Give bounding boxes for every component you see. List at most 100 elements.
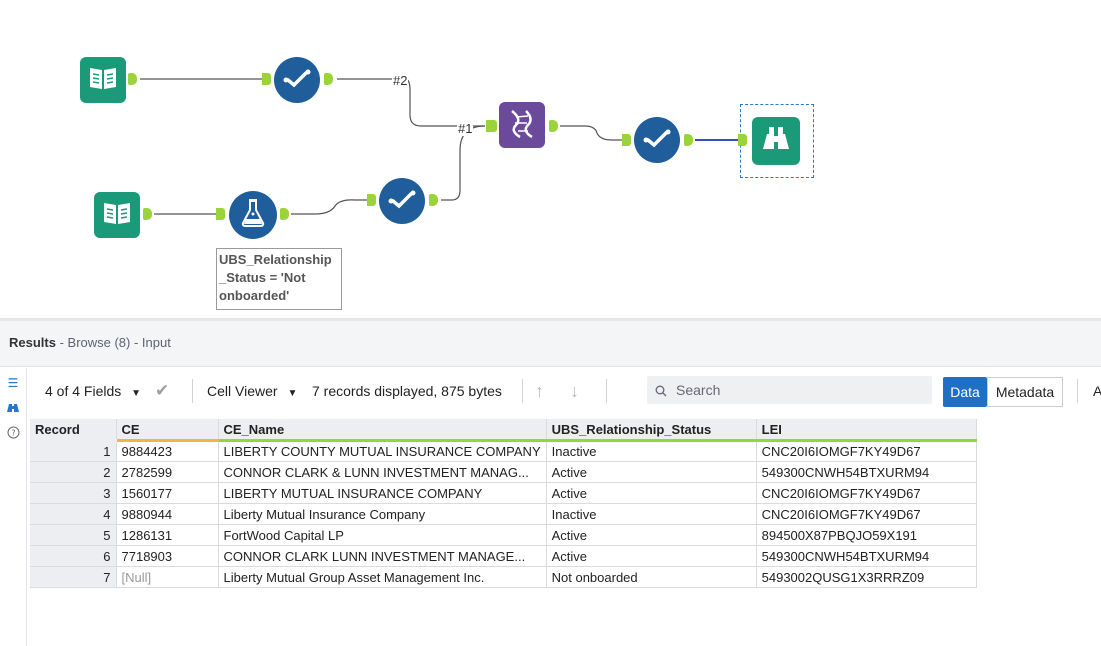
ce-name-cell[interactable]: Liberty Mutual Insurance Company <box>218 503 547 525</box>
results-side-rail: ☰ ? <box>0 368 27 646</box>
results-subtitle: - Browse (8) - Input <box>55 335 171 350</box>
toolbar-overflow-label[interactable]: A <box>1093 383 1101 399</box>
input-anchor[interactable] <box>262 73 271 85</box>
column-header-ce-name[interactable]: CE_Name <box>218 419 547 442</box>
results-header: Results - Browse (8) - Input <box>0 321 1101 367</box>
record-cell[interactable]: 2 <box>30 461 117 483</box>
lei-cell[interactable]: CNC20I6IOMGF7KY49D67 <box>756 482 977 504</box>
toolbar-divider <box>606 379 607 403</box>
browse-tool[interactable] <box>752 117 800 165</box>
connection-label-1: #1 <box>457 121 474 136</box>
record-cell[interactable]: 6 <box>30 545 117 567</box>
input-anchor[interactable] <box>738 134 747 146</box>
tool-annotation: UBS_Relationship _Status = 'Not onboarde… <box>216 248 342 310</box>
connection-wires <box>140 78 738 215</box>
ce-name-cell[interactable]: FortWood Capital LP <box>218 524 547 546</box>
status-cell[interactable]: Inactive <box>546 440 757 462</box>
lei-cell[interactable]: 894500X87PBQJO59X191 <box>756 524 977 546</box>
ce-cell[interactable]: 9884423 <box>116 440 219 462</box>
record-cell[interactable]: 5 <box>30 524 117 546</box>
input-anchor[interactable] <box>216 208 225 220</box>
ce-name-cell[interactable]: LIBERTY COUNTY MUTUAL INSURANCE COMPANY <box>218 440 547 462</box>
status-cell[interactable]: Not onboarded <box>546 566 757 588</box>
ce-name-cell[interactable]: CONNOR CLARK LUNN INVESTMENT MANAGE... <box>218 545 547 567</box>
multi-input-anchor[interactable] <box>486 120 497 132</box>
select-tool-2[interactable] <box>379 178 425 224</box>
ce-name-cell[interactable]: LIBERTY MUTUAL INSURANCE COMPANY <box>218 482 547 504</box>
ce-cell[interactable]: 7718903 <box>116 545 219 567</box>
union-tool[interactable] <box>499 102 545 148</box>
results-grid: Record CE CE_Name UBS_Relationship_Statu… <box>30 419 977 588</box>
column-header-record[interactable]: Record <box>30 419 117 442</box>
binoculars-icon <box>760 125 792 158</box>
column-header-ce[interactable]: CE <box>116 419 219 442</box>
toolbar-divider <box>192 379 193 403</box>
lei-cell[interactable]: 549300CNWH54BTXURM94 <box>756 545 977 567</box>
record-cell[interactable]: 7 <box>30 566 117 588</box>
record-cell[interactable]: 1 <box>30 440 117 462</box>
status-cell[interactable]: Active <box>546 545 757 567</box>
list-icon[interactable]: ☰ <box>7 376 19 390</box>
input-data-tool-1[interactable] <box>80 57 126 103</box>
output-anchor[interactable] <box>128 73 137 85</box>
lei-cell[interactable]: 5493002QUSG1X3RRRZ09 <box>756 566 977 588</box>
ce-cell[interactable]: 1286131 <box>116 524 219 546</box>
status-cell[interactable]: Inactive <box>546 503 757 525</box>
input-anchor[interactable] <box>622 134 631 146</box>
output-anchor[interactable] <box>684 134 693 146</box>
select-tool-1[interactable] <box>274 57 320 103</box>
cell-viewer-selector[interactable]: Cell Viewer ▼ <box>207 381 297 401</box>
ce-cell[interactable]: 1560177 <box>116 482 219 504</box>
record-cell[interactable]: 4 <box>30 503 117 525</box>
help-icon[interactable]: ? <box>6 426 20 440</box>
check-icon <box>282 68 312 93</box>
input-data-tool-2[interactable] <box>94 192 140 238</box>
binoculars-icon[interactable] <box>6 401 20 415</box>
workflow-canvas[interactable]: #2 UBS_Relationship _Status = 'Not onboa… <box>0 0 1101 318</box>
input-anchor[interactable] <box>367 194 376 206</box>
output-anchor[interactable] <box>280 208 289 220</box>
output-anchor[interactable] <box>549 120 558 132</box>
metadata-view-button[interactable]: Metadata <box>987 377 1063 407</box>
lei-cell[interactable]: 549300CNWH54BTXURM94 <box>756 461 977 483</box>
column-header-lei[interactable]: LEI <box>756 419 977 442</box>
status-cell[interactable]: Active <box>546 482 757 504</box>
data-view-button[interactable]: Data <box>943 377 987 407</box>
ce-name-cell[interactable]: Liberty Mutual Group Asset Management In… <box>218 566 547 588</box>
table-row[interactable]: 7[Null]Liberty Mutual Group Asset Manage… <box>30 566 977 588</box>
ce-name-cell[interactable]: CONNOR CLARK & LUNN INVESTMENT MANAG... <box>218 461 547 483</box>
ce-cell[interactable]: 2782599 <box>116 461 219 483</box>
fields-selector[interactable]: 4 of 4 Fields ▼ <box>45 381 141 401</box>
lei-cell[interactable]: CNC20I6IOMGF7KY49D67 <box>756 503 977 525</box>
output-anchor[interactable] <box>143 208 152 220</box>
ce-cell[interactable]: 9880944 <box>116 503 219 525</box>
record-cell[interactable]: 3 <box>30 482 117 504</box>
search-placeholder: Search <box>676 382 721 398</box>
apply-check-icon[interactable]: ✔ <box>155 381 170 400</box>
search-input[interactable]: Search <box>647 376 932 404</box>
connection-label-2: #2 <box>392 73 409 88</box>
arrow-down-icon[interactable]: ↓ <box>570 381 579 401</box>
column-header-status[interactable]: UBS_Relationship_Status <box>546 419 757 442</box>
panel-splitter[interactable] <box>0 318 1101 321</box>
lei-cell[interactable]: CNC20I6IOMGF7KY49D67 <box>756 440 977 462</box>
results-title: Results <box>9 335 56 350</box>
output-anchor[interactable] <box>324 73 333 85</box>
status-cell[interactable]: Active <box>546 524 757 546</box>
cell-viewer-label: Cell Viewer <box>207 383 278 399</box>
formula-tool[interactable] <box>229 191 277 239</box>
arrow-up-icon[interactable]: ↑ <box>535 381 544 401</box>
select-tool-3[interactable] <box>634 117 680 163</box>
toolbar-divider <box>522 379 523 403</box>
output-anchor[interactable] <box>429 194 438 206</box>
toolbar-divider <box>1077 379 1078 403</box>
ce-cell[interactable]: [Null] <box>116 566 219 588</box>
status-cell[interactable]: Active <box>546 461 757 483</box>
results-toolbar: 4 of 4 Fields ▼ ✔ Cell Viewer ▼ 7 record… <box>27 373 1101 409</box>
